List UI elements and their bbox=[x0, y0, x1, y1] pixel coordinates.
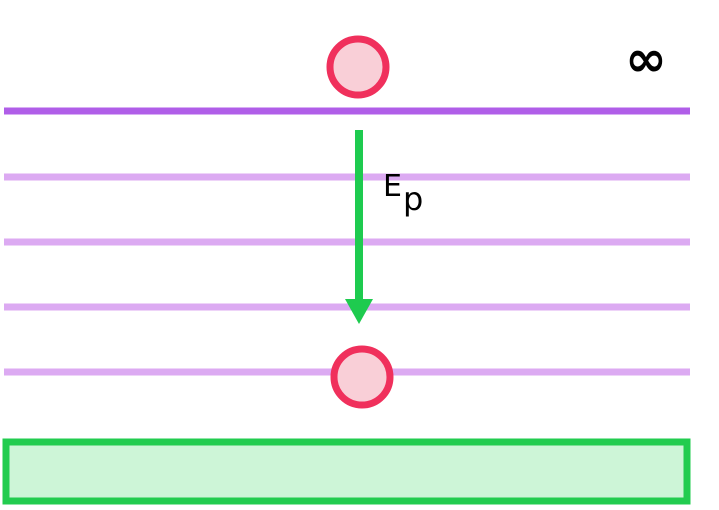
ground-block bbox=[2, 438, 691, 505]
energy-label: Ep bbox=[383, 169, 423, 218]
particle-bottom bbox=[330, 345, 394, 409]
energy-symbol: E bbox=[383, 169, 402, 204]
energy-arrow-head bbox=[345, 299, 373, 324]
infinity-label: ∞ bbox=[625, 30, 667, 88]
energy-subscript: p bbox=[403, 180, 423, 218]
particle-top bbox=[326, 35, 390, 99]
